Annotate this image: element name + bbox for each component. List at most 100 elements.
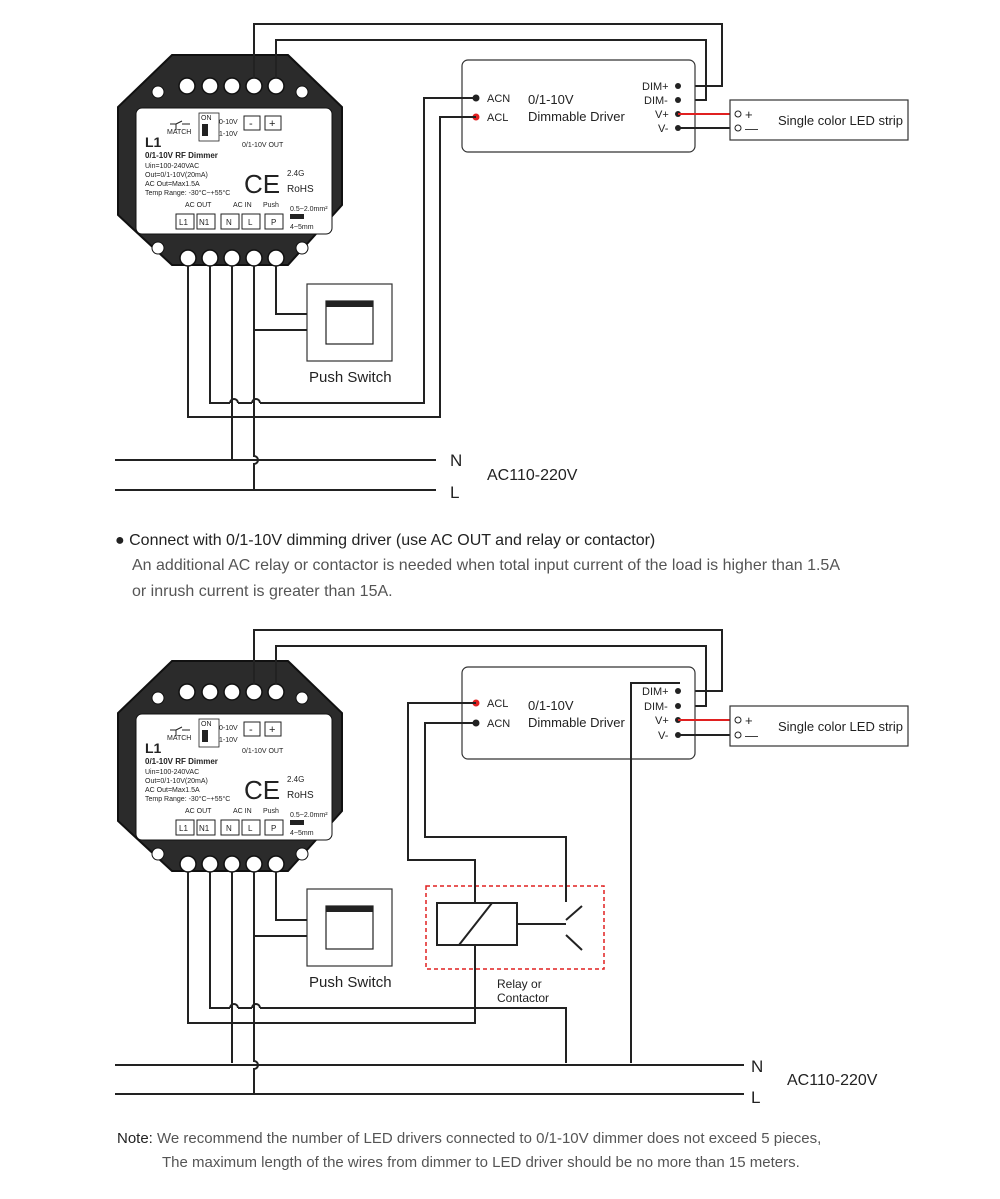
mains-voltage-1: AC110-220V	[487, 467, 578, 484]
relay-label-2: Contactor	[497, 991, 549, 1005]
terminal-p: P	[271, 824, 276, 833]
ce-mark: CE	[244, 775, 280, 805]
relay-contactor: Relay or Contactor	[425, 885, 605, 1005]
ac-out-label: AC OUT	[185, 808, 212, 815]
spec-2: Out=0/1-10V(20mA)	[145, 778, 208, 785]
driver-acn: ACN	[487, 718, 510, 730]
terminal-l1: L1	[179, 824, 188, 833]
terminal-labels: L1 N1 N L P	[175, 213, 284, 230]
led-strip-label: Single color LED strip	[778, 719, 903, 734]
out-minus: -	[249, 724, 253, 736]
out-label: 0/1-10V OUT	[242, 748, 284, 755]
spec-3: AC Out=Max1.5A	[145, 787, 200, 794]
switch-on-label: ON	[201, 115, 212, 122]
driver-title-2: Dimmable Driver	[528, 109, 625, 124]
terminal-n: N	[226, 218, 232, 227]
led-strip-1: + — Single color LED strip	[729, 99, 909, 141]
driver-dim-minus: DIM-	[644, 95, 668, 107]
mains-voltage-2: AC110-220V	[787, 1072, 878, 1089]
driver-title-1: 0/1-10V	[528, 698, 574, 713]
section-2-heading: ● Connect with 0/1-10V dimming driver (u…	[115, 532, 656, 549]
ac-in-label: AC IN	[233, 202, 252, 209]
dimmer-module-2	[117, 660, 343, 873]
spec-1: Uin=100-240VAC	[145, 163, 199, 170]
section-2-desc-1: An additional AC relay or contactor is n…	[132, 557, 840, 574]
led-strip-label: Single color LED strip	[778, 113, 903, 128]
driver-v-minus: V-	[658, 123, 669, 135]
strip-length-label: 4~5mm	[290, 224, 314, 231]
out-label: 0/1-10V OUT	[242, 142, 284, 149]
diagram-1: MATCH ON 0-10V 1-10V - + 0/1-10V OUT L1 …	[115, 23, 909, 502]
led-plus: +	[745, 713, 753, 728]
terminal-l1: L1	[179, 218, 188, 227]
led-minus: —	[745, 121, 758, 136]
driver-acn: ACN	[487, 93, 510, 105]
driver-title-2: Dimmable Driver	[528, 715, 625, 730]
switch-1-10v-label: 1-10V	[219, 737, 238, 744]
rohs-label: RoHS	[287, 790, 314, 801]
out-plus: +	[269, 724, 275, 736]
dimmer-label-1: MATCH ON 0-10V 1-10V - + 0/1-10V OUT L1 …	[145, 112, 328, 231]
dimmer-label-2: MATCH ON 0-10V 1-10V - + 0/1-10V OUT L1 …	[145, 718, 328, 837]
section-2-desc-2: or inrush current is greater than 15A.	[132, 583, 393, 600]
rf-label: 2.4G	[287, 169, 304, 178]
dimmer-module	[117, 54, 343, 267]
switch-1-10v-label: 1-10V	[219, 131, 238, 138]
driver-v-minus: V-	[658, 730, 669, 742]
mains-l-2: L	[751, 1088, 760, 1107]
terminal-n1: N1	[199, 218, 210, 227]
spec-1: Uin=100-240VAC	[145, 769, 199, 776]
wire-spec-label: 0.5~2.0mm²	[290, 206, 328, 213]
mains-l-1: L	[450, 483, 459, 502]
dimmer-name: 0/1-10V RF Dimmer	[145, 151, 218, 160]
driver-title-1: 0/1-10V	[528, 92, 574, 107]
switch-0-10v-label: 0-10V	[219, 725, 238, 732]
driver-dim-plus: DIM+	[642, 686, 669, 698]
spec-2: Out=0/1-10V(20mA)	[145, 172, 208, 179]
dimmable-driver-1: ACN ACL 0/1-10V Dimmable Driver DIM+ DIM…	[461, 59, 696, 153]
dimmable-driver-2: ACL ACN 0/1-10V Dimmable Driver DIM+ DIM…	[461, 666, 696, 760]
push-switch-label: Push Switch	[309, 369, 392, 386]
push-label: Push	[263, 202, 279, 209]
rf-label: 2.4G	[287, 775, 304, 784]
terminal-l: L	[248, 218, 253, 227]
match-label: MATCH	[167, 129, 191, 136]
mains-n-1: N	[450, 451, 462, 470]
driver-v-plus: V+	[655, 109, 669, 121]
spec-3: AC Out=Max1.5A	[145, 181, 200, 188]
led-strip-2: + — Single color LED strip	[729, 705, 909, 747]
wire-spec-label: 0.5~2.0mm²	[290, 812, 328, 819]
spec-4: Temp Range: -30°C~+55°C	[145, 189, 230, 197]
push-switch-2: Push Switch	[306, 888, 393, 991]
push-switch-label: Push Switch	[309, 974, 392, 991]
out-minus: -	[249, 118, 253, 130]
ce-mark: CE	[244, 169, 280, 199]
led-plus: +	[745, 107, 753, 122]
driver-dim-plus: DIM+	[642, 81, 669, 93]
push-label: Push	[263, 808, 279, 815]
ac-out-label: AC OUT	[185, 202, 212, 209]
model-label: L1	[145, 740, 162, 756]
driver-acl: ACL	[487, 698, 508, 710]
switch-on-label: ON	[201, 721, 212, 728]
driver-acl: ACL	[487, 112, 508, 124]
note-text-1: We recommend the number of LED drivers c…	[157, 1130, 822, 1147]
terminal-n1: N1	[199, 824, 210, 833]
terminal-l: L	[248, 824, 253, 833]
note-line-1: Note: We recommend the number of LED dri…	[117, 1130, 821, 1147]
note-text-2: The maximum length of the wires from dim…	[162, 1154, 800, 1171]
ac-in-label: AC IN	[233, 808, 252, 815]
out-plus: +	[269, 118, 275, 130]
match-label: MATCH	[167, 735, 191, 742]
rohs-label: RoHS	[287, 184, 314, 195]
strip-length-label: 4~5mm	[290, 830, 314, 837]
push-switch-1: Push Switch	[306, 283, 393, 386]
note-label: Note:	[117, 1130, 153, 1147]
terminal-n: N	[226, 824, 232, 833]
terminal-p: P	[271, 218, 276, 227]
driver-dim-minus: DIM-	[644, 701, 668, 713]
led-minus: —	[745, 728, 758, 743]
relay-label-1: Relay or	[497, 977, 542, 991]
switch-0-10v-label: 0-10V	[219, 119, 238, 126]
